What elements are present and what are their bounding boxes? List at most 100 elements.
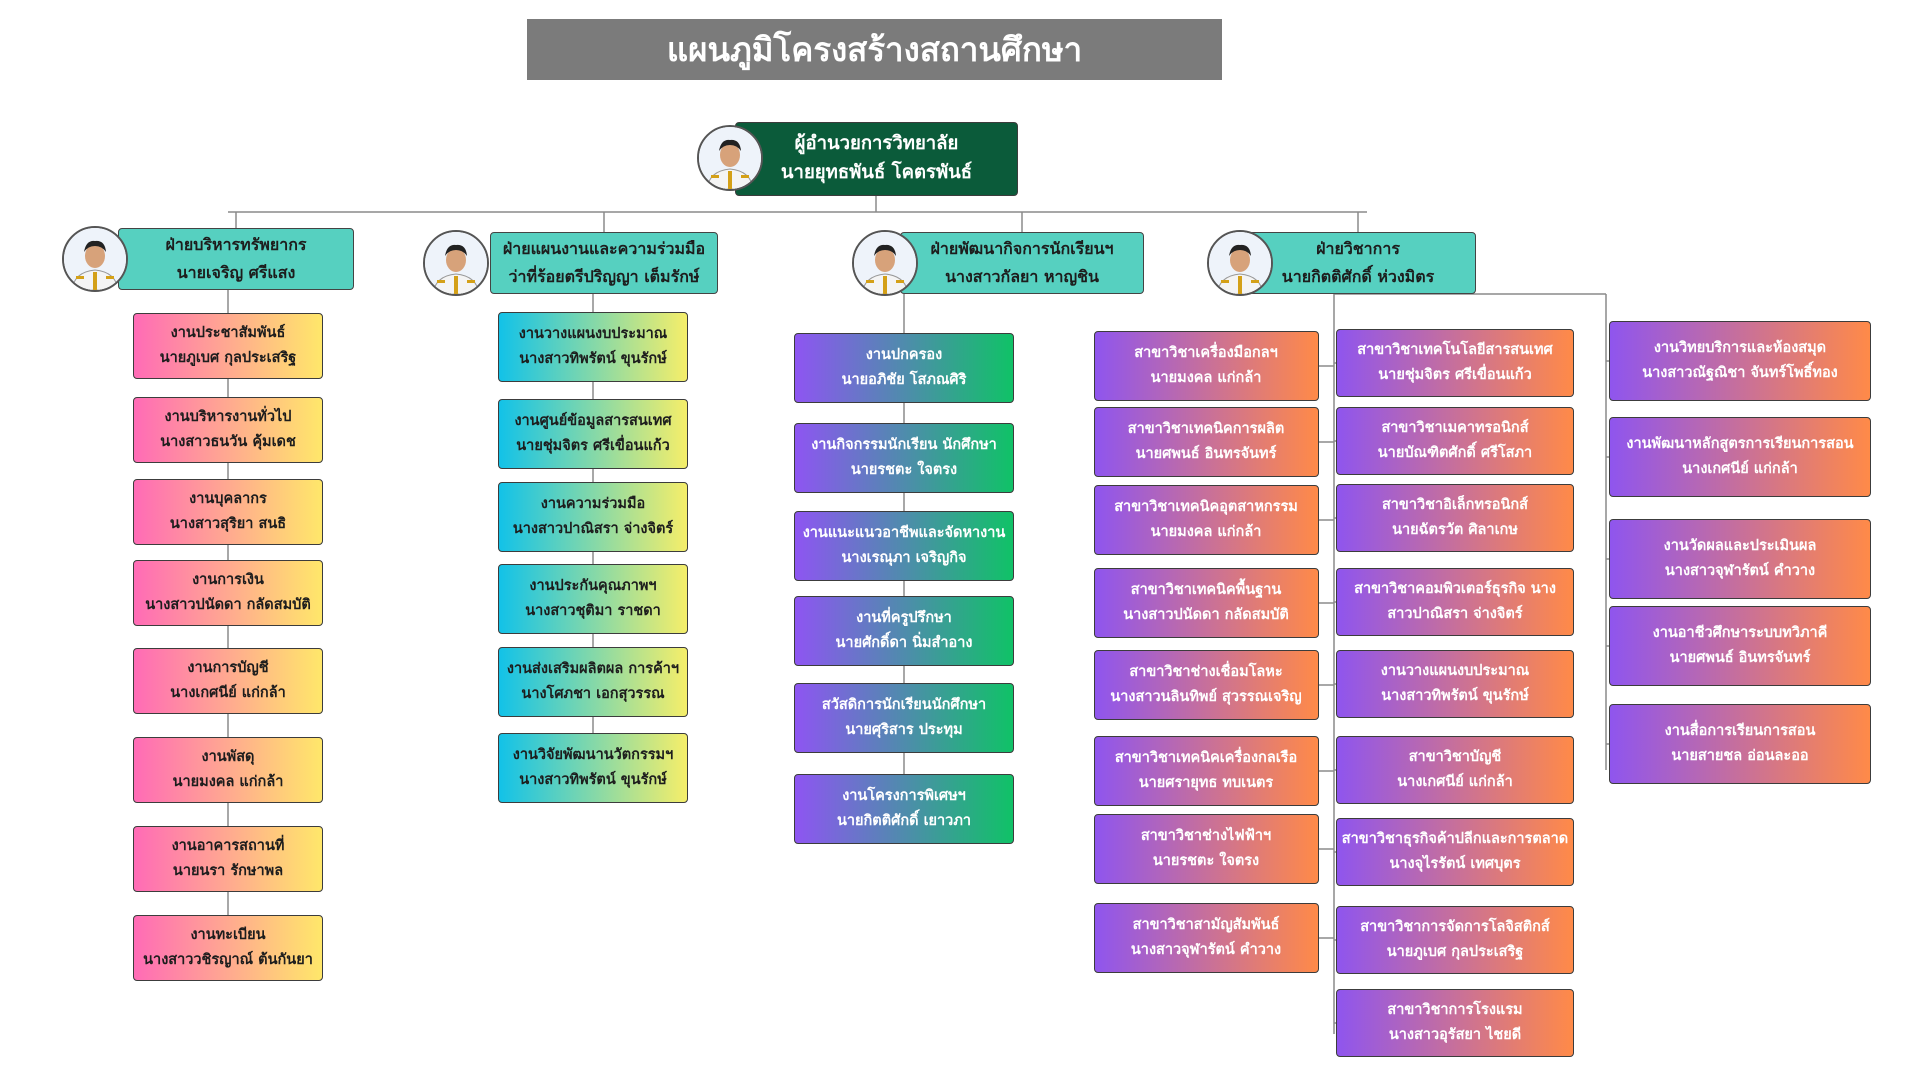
unit-box-person: นางสาวณัฐณิชา จันทร์โพธิ์ทอง (1642, 365, 1838, 381)
unit-box-person: นายชุ่มจิตร ศรีเขื่อนแก้ว (1378, 367, 1532, 383)
unit-box: สาขาวิชาช่างเชื่อมโลหะนางสาวนลินทิพย์ สุ… (1093, 650, 1319, 720)
chart-title: แผนภูมิโครงสร้างสถานศึกษา (527, 19, 1222, 80)
director-name: นายยุทธพันธ์ โคตรพันธ์ (780, 162, 973, 183)
unit-box-person: นางสาววชิรญาณ์ ต้นกันยา (143, 952, 313, 968)
unit-box-title: งานกิจกรรมนักเรียน นักศึกษา (811, 436, 997, 453)
unit-box-title: งานการเงิน (192, 571, 264, 588)
division-head-1: ฝ่ายแผนงานและความร่วมมือว่าที่ร้อยตรีปริ… (490, 232, 718, 294)
unit-box-person: นางเกศนีย์ แก่กล้า (1682, 461, 1798, 477)
unit-box-title: งานโครงการพิเศษฯ (842, 787, 966, 804)
unit-box-person: นางสาวอุรัสยา ไชยดี (1388, 1027, 1522, 1043)
unit-box-title: สาขาวิชาเมคาทรอนิกส์ (1381, 419, 1529, 436)
unit-box-title: งานวัดผลและประเมินผล (1663, 537, 1817, 554)
unit-box-person: นายชุ่มจิตร ศรีเขื่อนแก้ว (516, 438, 670, 454)
unit-box-person: นางสาวทิพรัตน์ ขุนรักษ์ (519, 351, 667, 367)
unit-box-person: นายรชตะ ใจตรง (850, 462, 958, 478)
unit-box-person: นายรชตะ ใจตรง (1152, 853, 1260, 869)
unit-box-person: นางเรณุภา เจริญกิจ (841, 550, 967, 566)
unit-box-person: นางเกศนีย์ แก่กล้า (170, 685, 286, 701)
unit-box-person: นางสาวทิพรัตน์ ขุนรักษ์ (519, 772, 667, 788)
unit-box: งานการบัญชีนางเกศนีย์ แก่กล้า (133, 648, 323, 714)
unit-box-person: นายศพนธ์ อินทรจันทร์ (1669, 650, 1811, 666)
unit-box-person: นายมงคล แก่กล้า (172, 774, 284, 790)
unit-box: งานความร่วมมือนางสาวปาณิสรา จ่างจิตร์ (498, 482, 688, 552)
unit-box-person: นายอภิชัย โสภณศิริ (841, 372, 967, 388)
unit-box-person: นายฉัตรวัต ศิลาเกษ (1392, 522, 1518, 538)
unit-box-title: งานพัฒนาหลักสูตรการเรียนการสอน (1626, 435, 1854, 452)
unit-box: งานแนะแนวอาชีพและจัดหางานนางเรณุภา เจริญ… (794, 511, 1014, 581)
unit-box: สาขาวิชาเทคนิคพื้นฐานนางสาวปนัดดา กลัดสม… (1093, 568, 1319, 638)
unit-box-title: สาขาวิชาเทคนิคอุตสาหกรรม (1114, 498, 1298, 515)
unit-box-title: สาขาวิชาช่างเชื่อมโลหะ (1129, 663, 1283, 680)
division-head-avatar-2 (852, 230, 918, 296)
unit-box-title: งานที่ครูปรึกษา (856, 609, 952, 626)
unit-box: งานที่ครูปรึกษานายศักดิ์ดา นิ่มสำอาง (794, 596, 1014, 666)
unit-box: สาขาวิชาธุรกิจค้าปลีกและการตลาดนางจุไรรั… (1336, 818, 1574, 886)
unit-box: งานวิจัยพัฒนานวัตกรรมฯนางสาวทิพรัตน์ ขุน… (498, 733, 688, 803)
unit-box-person: นางสาวปาณิสรา จ่างจิตร์ (512, 521, 674, 537)
unit-box: งานประชาสัมพันธ์นายภูเบศ กุลประเสริฐ (133, 313, 323, 379)
unit-box-title: งานสื่อการเรียนการสอน (1664, 722, 1816, 739)
unit-box: สาขาวิชาช่างไฟฟ้าฯนายรชตะ ใจตรง (1093, 814, 1319, 884)
unit-box: สาขาวิชาคอมพิวเตอร์ธุรกิจ นางสาวปาณิสรา … (1336, 568, 1574, 636)
division-head-0-title: ฝ่ายบริหารทรัพยากร (165, 235, 307, 254)
unit-box: งานพัสดุนายมงคล แก่กล้า (133, 737, 323, 803)
unit-box: สาขาวิชาสามัญสัมพันธ์นางสาวจุฬารัตน์ คำว… (1093, 903, 1319, 973)
unit-box-person: นางโศภชา เอกสุวรรณ (521, 686, 665, 702)
unit-box: งานกิจกรรมนักเรียน นักศึกษานายรชตะ ใจตรง (794, 423, 1014, 493)
unit-box-title: งานประชาสัมพันธ์ (170, 324, 286, 341)
unit-box: งานวางแผนงบประมาณนางสาวทิพรัตน์ ขุนรักษ์ (1336, 650, 1574, 718)
unit-box-person: นายภูเบศ กุลประเสริฐ (1386, 944, 1524, 960)
division-head-0: ฝ่ายบริหารทรัพยากรนายเจริญ ศรีแสง (118, 228, 354, 290)
unit-box-title: งานวางแผนงบประมาณ (1380, 662, 1530, 679)
division-head-2-person: นางสาวกัลยา หาญชิน (945, 267, 1099, 286)
division-head-avatar-3 (1207, 230, 1273, 296)
director-avatar (697, 125, 763, 191)
division-head-1-title: ฝ่ายแผนงานและความร่วมมือ (502, 239, 706, 258)
unit-box-person: นายบัณฑิตศักดิ์ ศรีโสภา (1377, 445, 1533, 461)
unit-box: สาขาวิชาเครื่องมือกลฯนายมงคล แก่กล้า (1093, 331, 1319, 401)
unit-box-person: สาวปาณิสรา จ่างจิตร์ (1387, 606, 1523, 622)
unit-box-title: สาขาวิชาบัญชี (1408, 748, 1502, 765)
unit-box: สาขาวิชาบัญชีนางเกศนีย์ แก่กล้า (1336, 736, 1574, 804)
unit-box-title: งานวิทยบริการและห้องสมุด (1653, 339, 1827, 356)
unit-box: สาขาวิชาการโรงแรมนางสาวอุรัสยา ไชยดี (1336, 989, 1574, 1057)
unit-box-person: นายภูเบศ กุลประเสริฐ (159, 350, 297, 366)
unit-box-title: งานปกครอง (865, 346, 943, 363)
unit-box-person: นายศพนธ์ อินทรจันทร์ (1135, 446, 1277, 462)
unit-box-title: สาขาวิชาเทคนิคการผลิต (1127, 420, 1285, 437)
unit-box-title: สาขาวิชาคอมพิวเตอร์ธุรกิจ นาง (1354, 580, 1556, 597)
unit-box: งานบริหารงานทั่วไปนางสาวธนวัน คุ้มเดช (133, 397, 323, 463)
unit-box: งานทะเบียนนางสาววชิรญาณ์ ต้นกันยา (133, 915, 323, 981)
unit-box-person: นายกิตติศักดิ์ เยาวภา (836, 813, 972, 829)
unit-box-title: งานวิจัยพัฒนานวัตกรรมฯ (512, 746, 674, 763)
unit-box: งานบุคลากรนางสาวสุริยา สนธิ (133, 479, 323, 545)
division-head-3: ฝ่ายวิชาการนายกิตติศักดิ์ ห่วงมิตร (1240, 232, 1476, 294)
unit-box: งานส่งเสริมผลิตผล การค้าฯนางโศภชา เอกสุว… (498, 647, 688, 717)
unit-box-title: สาขาวิชาการโรงแรม (1387, 1001, 1523, 1018)
unit-box-person: นายมงคล แก่กล้า (1150, 370, 1262, 386)
division-head-2: ฝ่ายพัฒนากิจการนักเรียนฯนางสาวกัลยา หาญช… (900, 232, 1144, 294)
division-head-0-person: นายเจริญ ศรีแสง (176, 263, 296, 282)
director-position: ผู้อำนวยการวิทยาลัย (794, 133, 959, 155)
unit-box-person: นายมงคล แก่กล้า (1150, 524, 1262, 540)
unit-box: งานวิทยบริการและห้องสมุดนางสาวณัฐณิชา จั… (1609, 321, 1871, 401)
unit-box-title: สาขาวิชาอิเล็กทรอนิกส์ (1381, 496, 1529, 513)
unit-box: สาขาวิชาเทคนิคการผลิตนายศพนธ์ อินทรจันทร… (1093, 407, 1319, 477)
unit-box-person: นางสาวจุฬารัตน์ คำวาง (1664, 563, 1816, 579)
unit-box-title: งานวางแผนงบประมาณ (518, 325, 668, 342)
division-head-3-title: ฝ่ายวิชาการ (1316, 239, 1400, 258)
unit-box: งานการเงินนางสาวปนัดดา กลัดสมบัติ (133, 560, 323, 626)
unit-box-person: นายนรา รักษาพล (172, 863, 284, 879)
unit-box-title: งานทะเบียน (190, 926, 266, 943)
unit-box-title: สาขาวิชาธุรกิจค้าปลีกและการตลาด (1341, 830, 1569, 847)
unit-box: งานศูนย์ข้อมูลสารสนเทศนายชุ่มจิตร ศรีเขื… (498, 399, 688, 469)
unit-box-person: นายศรายุทธ ทบเนตร (1138, 775, 1274, 791)
unit-box: งานสื่อการเรียนการสอนนายสายชล อ่อนละออ (1609, 704, 1871, 784)
unit-box-title: งานประกันคุณภาพฯ (529, 577, 657, 594)
unit-box: งานปกครองนายอภิชัย โสภณศิริ (794, 333, 1014, 403)
unit-box-title: งานอาคารสถานที่ (171, 837, 285, 854)
unit-box: สวัสดิการนักเรียนนักศึกษานายศุริสาร ประท… (794, 683, 1014, 753)
unit-box-person: นางจุไรรัตน์ เทศบุตร (1389, 856, 1521, 872)
unit-box-title: สาขาวิชาเทคโนโลยีสารสนเทศ (1357, 341, 1553, 358)
